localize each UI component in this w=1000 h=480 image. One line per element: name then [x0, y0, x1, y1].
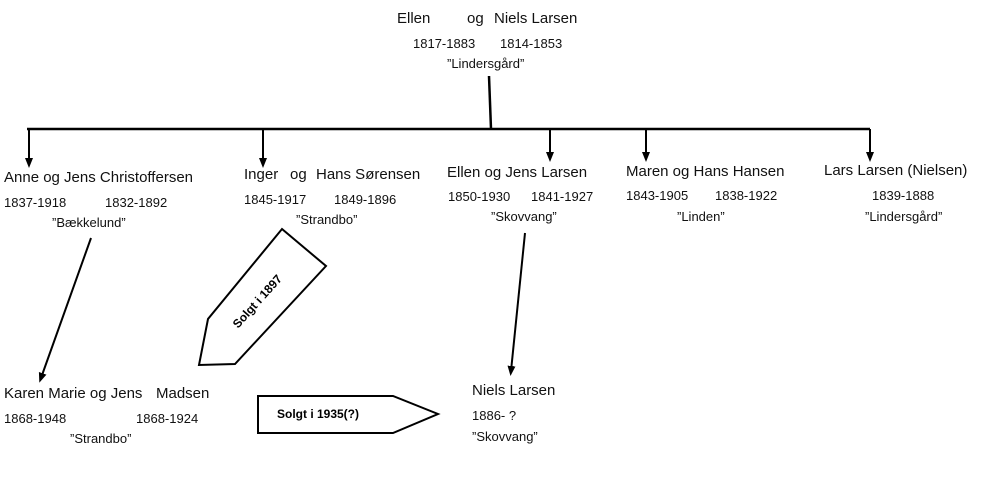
sale-arrow-1935: Solgt i 1935(?)	[257, 395, 441, 434]
root-farm: ”Lindersgård”	[447, 56, 525, 71]
child-lars-name: Lars Larsen (Nielsen)	[824, 162, 968, 179]
child-inger-og: og	[290, 166, 307, 183]
child-anne-years: 1837-1918	[4, 195, 67, 210]
descent-arrow-niels	[507, 232, 526, 376]
child-ellen-years: 1850-1930	[448, 189, 511, 204]
child-anne-farm: ”Bækkelund”	[52, 215, 126, 230]
grandchild-karen-years: 1868-1948	[4, 411, 67, 426]
grandchild-jens-madsen-years: 1868-1924	[136, 411, 199, 426]
grandchild-karen-name: Karen Marie og Jens	[4, 385, 143, 402]
grandchild-niels-name: Niels Larsen	[472, 382, 556, 399]
root-name-ellen: Ellen	[397, 10, 431, 27]
child-hans-hansen-years: 1838-1922	[715, 188, 778, 203]
child-jens-larsen-years: 1841-1927	[531, 189, 594, 204]
descent-arrow-karen	[38, 237, 92, 383]
child-jens-years: 1832-1892	[105, 195, 168, 210]
sale-arrow-1897: Solgt i 1897	[197, 227, 328, 367]
grandchild-karen-farm: ”Strandbo”	[70, 431, 132, 446]
child-ellen-name: Ellen og Jens Larsen	[447, 164, 588, 181]
sale-label-1935: Solgt i 1935(?)	[277, 407, 359, 421]
root-years-niels: 1814-1853	[500, 36, 563, 51]
child-maren-years: 1843-1905	[626, 188, 689, 203]
child-maren-name: Maren og Hans Hansen	[626, 163, 785, 180]
grandchild-niels-farm: ”Skovvang”	[472, 429, 538, 444]
child-inger-farm: ”Strandbo”	[296, 212, 358, 227]
root-name-niels: Niels Larsen	[494, 10, 578, 27]
child-ellen-farm: ”Skovvang”	[491, 209, 557, 224]
child-hans-soerensen-years: 1849-1896	[334, 192, 397, 207]
child-maren-farm: ”Linden”	[677, 209, 725, 224]
child-lars-farm: ”Lindersgård”	[865, 209, 943, 224]
grandchild-niels-years: 1886- ?	[472, 408, 517, 423]
root-og: og	[467, 10, 484, 27]
child-inger-years: 1845-1917	[244, 192, 307, 207]
child-hans-soerensen-name: Hans Sørensen	[316, 166, 421, 183]
root-years-ellen: 1817-1883	[413, 36, 476, 51]
child-lars-years: 1839-1888	[872, 188, 935, 203]
child-inger-name: Inger	[244, 166, 279, 183]
child-anne-name: Anne og Jens Christoffersen	[4, 169, 194, 186]
grandchild-madsen-name: Madsen	[156, 385, 210, 402]
root-stem-line	[487, 75, 493, 130]
